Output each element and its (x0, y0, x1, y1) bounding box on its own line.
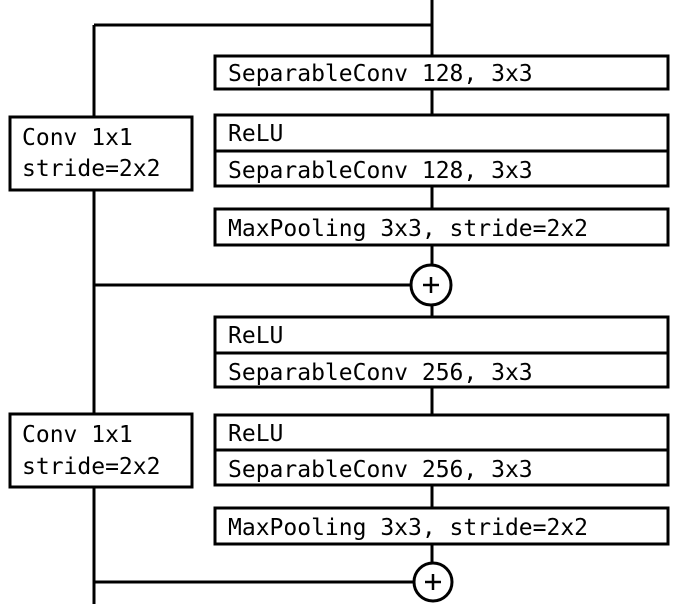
sepconv128-box-1: SeparableConv 128, 3x3 (213, 54, 670, 91)
relu-label-1: ReLU (228, 121, 283, 147)
maxpool-box-2: MaxPooling 3x3, stride=2x2 (213, 506, 670, 546)
conv1x1-label-1: Conv 1x1 (22, 125, 133, 151)
relu-sepconv256-box-2: ReLU SeparableConv 256, 3x3 (213, 413, 670, 487)
sepconv256-label-2: SeparableConv 256, 3x3 (228, 457, 533, 483)
conv1x1-shortcut-box-1: Conv 1x1 stride=2x2 (8, 115, 194, 192)
connection-lines (92, 0, 434, 604)
conv1x1-label-2: Conv 1x1 (22, 422, 133, 448)
sepconv128-label-2: SeparableConv 128, 3x3 (228, 158, 533, 184)
relu-sepconv128-box: ReLU SeparableConv 128, 3x3 (213, 113, 670, 188)
relu-label-2: ReLU (228, 323, 283, 349)
relu-label-3: ReLU (228, 421, 283, 447)
stride-label-1: stride=2x2 (22, 156, 160, 182)
add-node-1 (409, 263, 453, 307)
add-node-2 (412, 561, 454, 603)
maxpool-box-1: MaxPooling 3x3, stride=2x2 (213, 207, 670, 247)
stride-label-2: stride=2x2 (22, 454, 160, 480)
conv1x1-shortcut-box-2: Conv 1x1 stride=2x2 (8, 412, 194, 489)
maxpool-label-1: MaxPooling 3x3, stride=2x2 (228, 216, 588, 242)
maxpool-label-2: MaxPooling 3x3, stride=2x2 (228, 515, 588, 541)
relu-sepconv256-box-1: ReLU SeparableConv 256, 3x3 (213, 315, 670, 389)
sepconv256-label-1: SeparableConv 256, 3x3 (228, 360, 533, 386)
sepconv128-label-1: SeparableConv 128, 3x3 (228, 61, 533, 87)
